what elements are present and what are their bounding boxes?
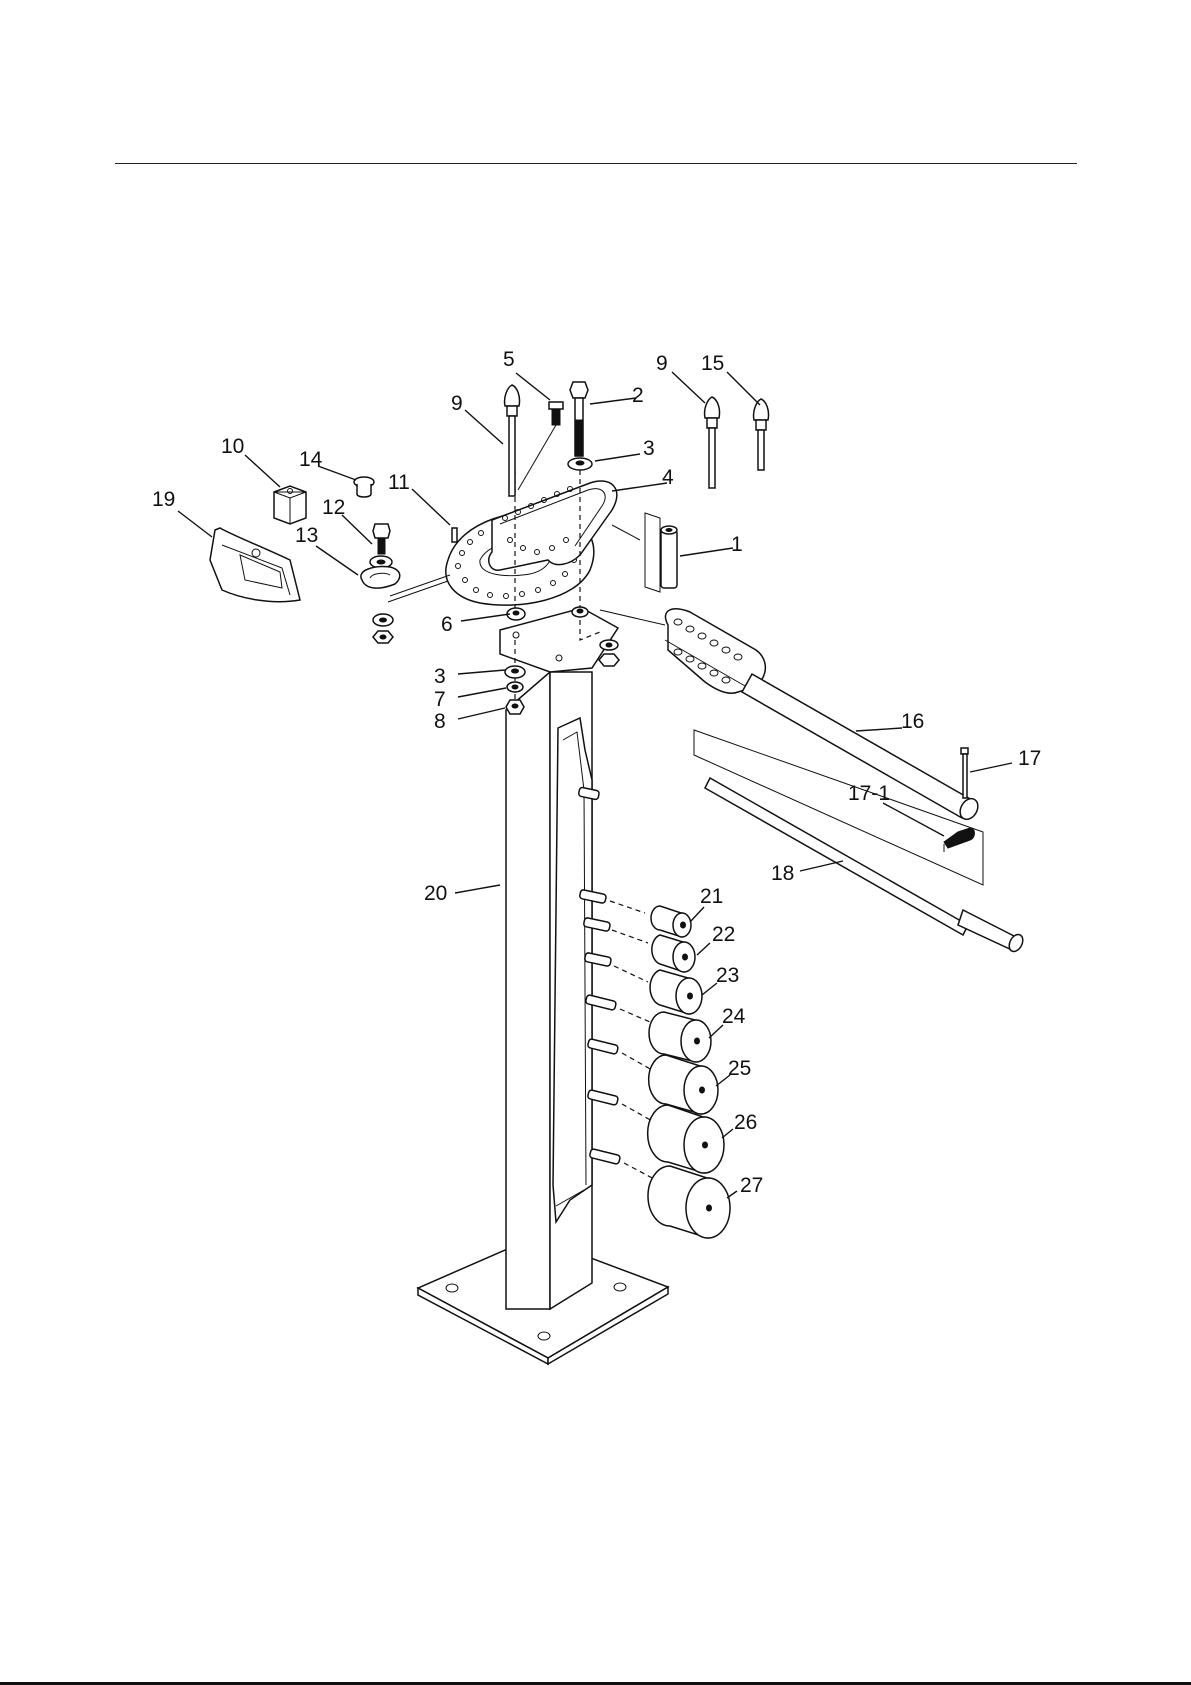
nut-8 <box>506 700 524 714</box>
bolt-12 <box>370 524 392 568</box>
bending-head <box>446 470 640 710</box>
part-label-16: 16 <box>901 710 924 733</box>
part-label-17-1: 17-1 <box>848 782 890 805</box>
part-label-14: 14 <box>299 448 323 471</box>
part-label-10: 10 <box>221 435 244 458</box>
roller-26 <box>648 1105 724 1173</box>
part-label-21: 21 <box>700 885 723 908</box>
part-label-3-lower: 3 <box>434 665 446 688</box>
part-label-12: 12 <box>322 496 345 519</box>
pin-17 <box>961 748 968 798</box>
part-label-2: 2 <box>632 384 644 407</box>
slot-plate-13 <box>361 567 400 589</box>
roller-23 <box>650 970 702 1014</box>
pin-11 <box>452 528 457 542</box>
part-label-3-top: 3 <box>643 437 655 460</box>
part-label-5: 5 <box>503 348 515 371</box>
roller-21 <box>651 906 691 937</box>
part-label-17: 17 <box>1018 747 1041 770</box>
pin-15 <box>754 399 769 470</box>
part-label-20: 20 <box>424 882 447 905</box>
part-label-19: 19 <box>152 488 175 511</box>
part-label-23: 23 <box>716 964 739 987</box>
part-label-7: 7 <box>434 688 446 711</box>
roller-22 <box>652 935 695 972</box>
pin-9-right <box>705 397 720 488</box>
part-label-15: 15 <box>701 352 724 375</box>
roller-set <box>648 906 730 1238</box>
part-label-8: 8 <box>434 710 446 733</box>
washer-7 <box>507 682 523 692</box>
part-label-26: 26 <box>734 1111 757 1134</box>
part-label-11: 11 <box>388 471 410 494</box>
sleeve-1 <box>645 513 677 592</box>
roller-25 <box>649 1055 718 1114</box>
part-label-27: 27 <box>740 1174 763 1197</box>
part-label-4: 4 <box>662 466 674 489</box>
roller-24 <box>649 1012 711 1062</box>
part-label-9-left: 9 <box>451 392 463 415</box>
washer-3-lower <box>505 666 525 678</box>
part-label-18: 18 <box>771 862 794 885</box>
washer-3-top <box>568 458 592 470</box>
screw-5 <box>518 402 563 490</box>
block-10 <box>274 486 306 524</box>
bracket-19 <box>210 528 300 602</box>
part-label-24: 24 <box>722 1005 746 1028</box>
part-label-6: 6 <box>441 613 453 636</box>
part-label-22: 22 <box>712 923 735 946</box>
pin-9-left <box>505 385 520 496</box>
clip-17-1 <box>944 828 975 852</box>
part-label-1: 1 <box>731 533 743 556</box>
roller-27 <box>648 1166 730 1238</box>
washer-nut-left <box>373 614 393 643</box>
part-label-9-right: 9 <box>656 352 668 375</box>
part-label-13: 13 <box>295 524 318 547</box>
bolt-2 <box>570 382 588 456</box>
pedestal-stand <box>418 608 668 1364</box>
cap-14 <box>354 477 374 497</box>
part-label-25: 25 <box>728 1057 751 1080</box>
